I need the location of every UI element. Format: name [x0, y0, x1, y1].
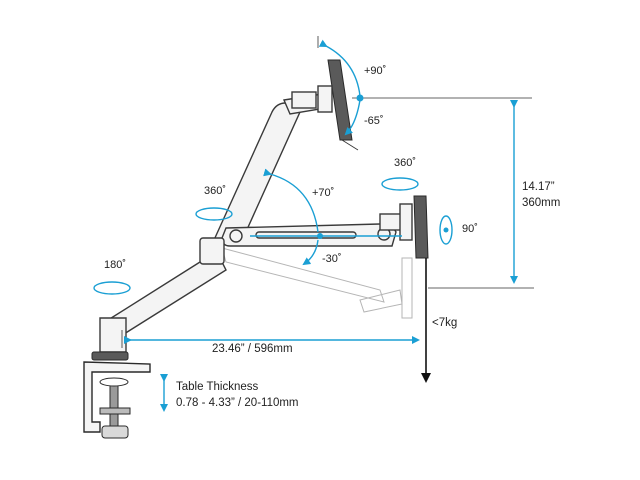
head-rotate-ellipse — [381, 177, 419, 191]
tilt-pivot-dot — [356, 94, 364, 102]
head-rotate-label: 360˚ — [394, 157, 416, 169]
tilt-up-arc — [318, 39, 361, 97]
ghost-arm-lower — [221, 247, 413, 319]
thickness-value: 0.78 - 4.33” / 20-110mm — [176, 397, 299, 409]
mid-rotate-label: 360˚ — [204, 185, 226, 197]
height-mm-label: 360mm — [522, 197, 560, 209]
lift-down-arc — [302, 239, 319, 266]
lift-pivot-dot — [317, 233, 323, 239]
load-label: <7kg — [432, 317, 457, 329]
lift-up-arc — [263, 168, 319, 233]
tilt-down-label: -65˚ — [364, 115, 384, 127]
mid-rotate-ellipse — [195, 207, 233, 221]
guide-lines — [121, 36, 534, 383]
pivot-ellipse — [439, 215, 453, 245]
pivot-label: 90˚ — [462, 223, 478, 235]
tilt-up-label: +90˚ — [364, 65, 386, 77]
tilt-down-arc — [344, 99, 361, 136]
reach-label: 23.46” / 596mm — [212, 343, 293, 355]
rotation-arcs — [93, 39, 453, 295]
lift-up-label: +70˚ — [312, 187, 334, 199]
lower-arm — [91, 237, 227, 361]
thickness-title: Table Thickness — [176, 381, 258, 393]
base-swivel-label: 180˚ — [104, 259, 126, 271]
height-inch-label: 14.17” — [522, 181, 555, 193]
base-swivel-ellipse — [93, 281, 131, 295]
labels: +90˚ -65˚ 360˚ 360˚ +70˚ -30˚ 180˚ 90˚ 1… — [104, 65, 560, 409]
desk-clamp — [83, 361, 151, 439]
raised-arm — [212, 59, 353, 246]
lift-down-label: -30˚ — [322, 253, 342, 265]
dimension-lines — [124, 100, 518, 412]
